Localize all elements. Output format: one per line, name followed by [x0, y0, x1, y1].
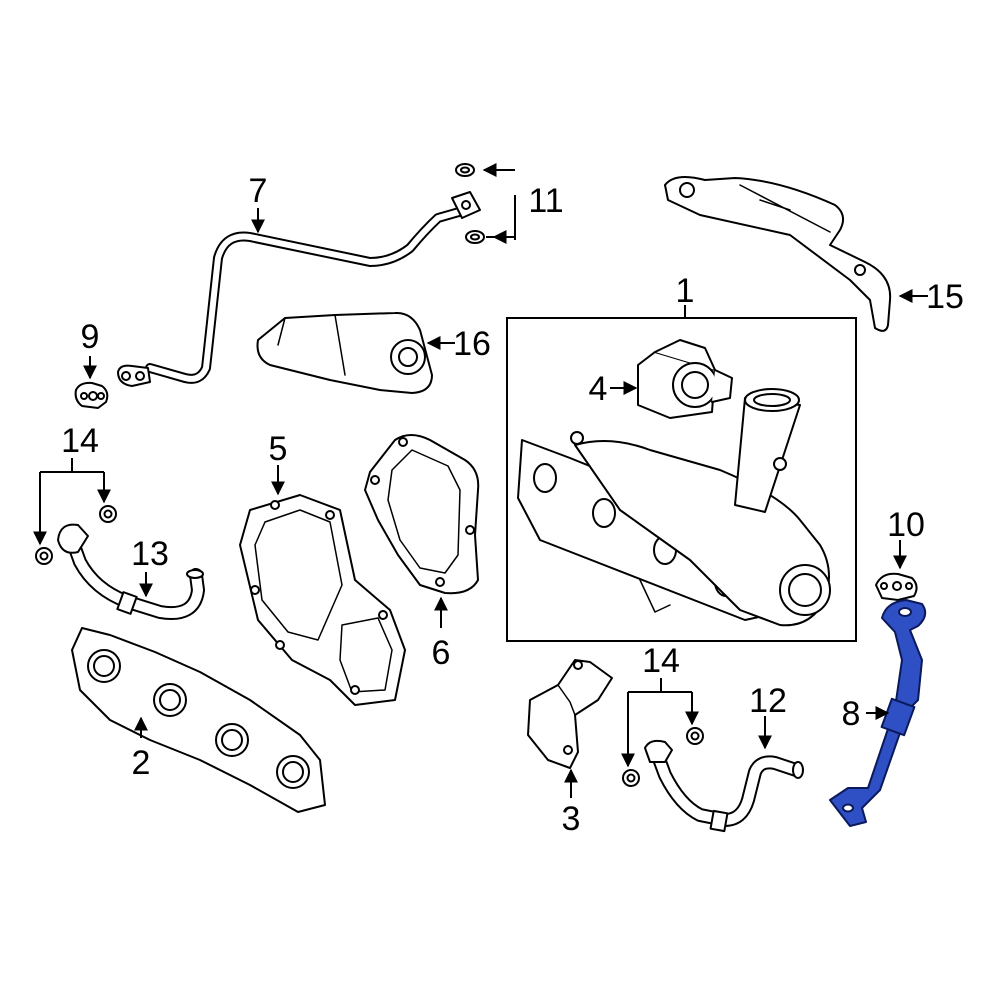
callout-3: 3	[562, 800, 581, 838]
callout-14-left: 14	[61, 422, 99, 460]
part-11-washers[interactable]	[455, 163, 485, 244]
callout-14-right: 14	[642, 642, 680, 680]
callout-8: 8	[842, 695, 861, 733]
part-4-actuator[interactable]	[637, 339, 733, 419]
callout-labels: 1 2 3 4 5 6 7 8 9 10 11 12 13 14 14 15 1…	[61, 172, 964, 838]
part-13-hose[interactable]	[57, 523, 205, 620]
part-3-bracket[interactable]	[527, 659, 613, 769]
part-15-heat-shield[interactable]	[664, 175, 892, 332]
callout-1: 1	[676, 272, 695, 310]
callout-10: 10	[887, 506, 925, 544]
part-6-gasket[interactable]	[364, 434, 480, 595]
part-7-oil-feed-line[interactable]	[117, 191, 481, 387]
callout-12: 12	[749, 682, 787, 720]
callout-11: 11	[528, 182, 563, 220]
callout-4: 4	[589, 370, 608, 408]
callout-5: 5	[269, 430, 288, 468]
callout-15: 15	[926, 278, 964, 316]
callout-2: 2	[132, 744, 151, 782]
part-14-washers-left[interactable]	[35, 505, 117, 565]
part-9-gasket[interactable]	[74, 381, 109, 409]
part-12-hose[interactable]	[644, 739, 804, 833]
part-10-gasket[interactable]	[875, 572, 918, 601]
callout-13: 13	[131, 535, 169, 573]
part-16-heat-shield[interactable]	[256, 311, 433, 394]
leader-lines	[33, 163, 928, 798]
callout-9: 9	[81, 318, 100, 356]
callout-6: 6	[432, 634, 451, 672]
part-5-gasket[interactable]	[239, 494, 406, 706]
part-2-manifold-gasket[interactable]	[71, 627, 326, 813]
callout-16: 16	[453, 325, 491, 363]
part-8-oil-return-pipe[interactable]	[829, 599, 927, 827]
part-14-washers-right[interactable]	[622, 727, 704, 787]
callout-7: 7	[249, 172, 268, 210]
part-1-turbocharger-assembly[interactable]	[506, 305, 857, 642]
